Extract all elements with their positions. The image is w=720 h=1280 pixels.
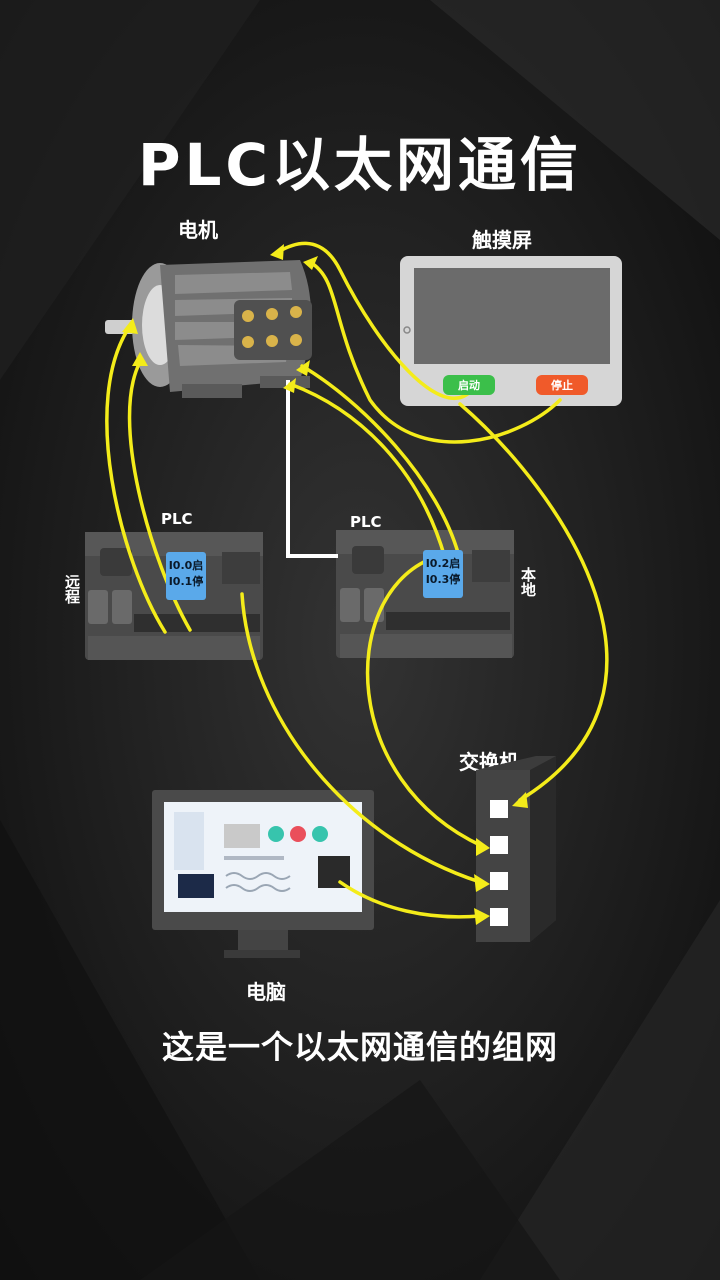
arrow-head [270, 244, 284, 260]
hmi-label: 触摸屏 [472, 228, 532, 252]
arrow-head [474, 874, 490, 892]
wire-plc-left-to-switch [240, 592, 482, 884]
start-button[interactable]: 启动 [443, 375, 495, 395]
touchscreen-icon [400, 256, 622, 406]
arrow-head [512, 792, 528, 808]
wire-hmi-to-switch [458, 402, 609, 802]
wire-plc-right-to-motor-1 [288, 382, 447, 560]
remote-label: 远程 [63, 574, 81, 604]
plc-left-io-start: I0.0启 [168, 559, 204, 572]
arrow-head [296, 360, 310, 376]
plc-right-io-stop: I0.3停 [425, 573, 461, 586]
wire-plc-right-to-motor-2 [300, 364, 462, 562]
arrow-head [474, 908, 490, 925]
wire-plc-right-to-switch [365, 558, 484, 848]
ethernet-cable [286, 380, 338, 558]
plc-left-io-stop: I0.1停 [168, 575, 204, 588]
page-title: PLC以太网通信 [137, 131, 583, 199]
motor-icon [105, 260, 312, 398]
stop-button[interactable]: 停止 [536, 375, 588, 395]
motor-label: 电机 [178, 218, 218, 242]
arrow-head [132, 352, 148, 366]
plc-right-label: PLC [350, 513, 382, 531]
arrow-head [283, 378, 296, 393]
caption-subtitle: 这是一个以太网通信的组网 [161, 1028, 558, 1066]
plc-left-label: PLC [161, 510, 193, 528]
plc-right-io-start: I0.2启 [425, 557, 461, 570]
computer-icon [152, 790, 374, 958]
wire-pc-to-switch [338, 880, 482, 919]
wire-plc-left-to-motor-1 [105, 324, 167, 634]
wire-hmi-start-to-motor [276, 241, 472, 400]
local-label: 本地 [519, 567, 537, 597]
arrow-head [122, 318, 138, 334]
arrow-head [476, 838, 490, 856]
pc-label: 电脑 [246, 980, 286, 1004]
wire-hmi-stop-to-motor [308, 260, 562, 444]
plc-right-io-box: I0.2启 I0.3停 [423, 550, 463, 598]
plc-left-io-box: I0.0启 I0.1停 [166, 552, 206, 600]
arrow-head [303, 256, 318, 270]
